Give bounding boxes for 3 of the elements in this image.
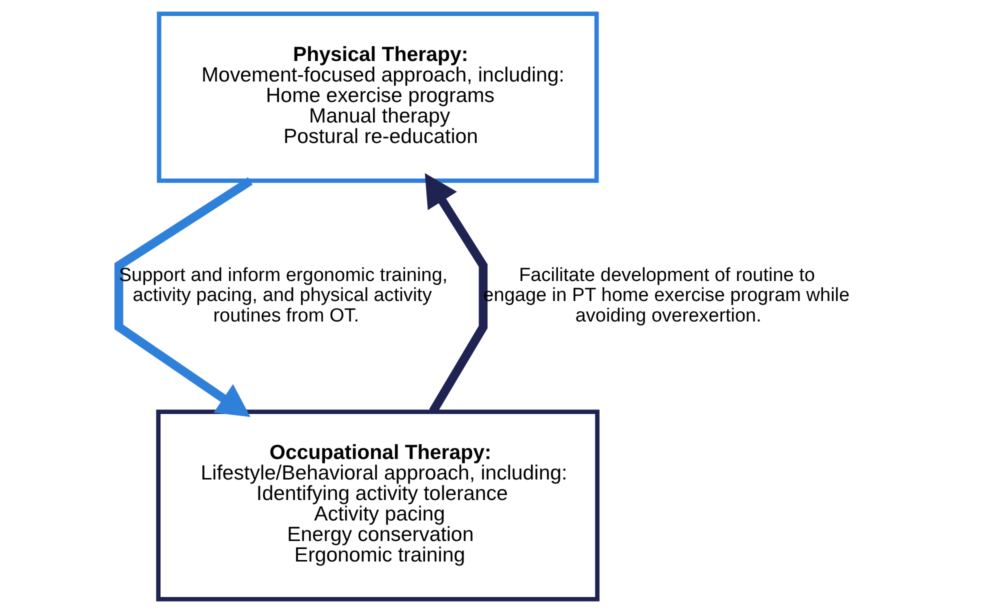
node-box: Occupational Therapy: Lifestyle/Behavioral approach, including: Identifying activity tolerance Activity pacing Energy conservation Ergonomic training bbox=[156, 410, 600, 602]
node-box: Physical Therapy: Movement-focused approach, including: Home exercise programs Manual therapy Postural re-education bbox=[156, 12, 599, 183]
arrow bbox=[114, 177, 253, 417]
